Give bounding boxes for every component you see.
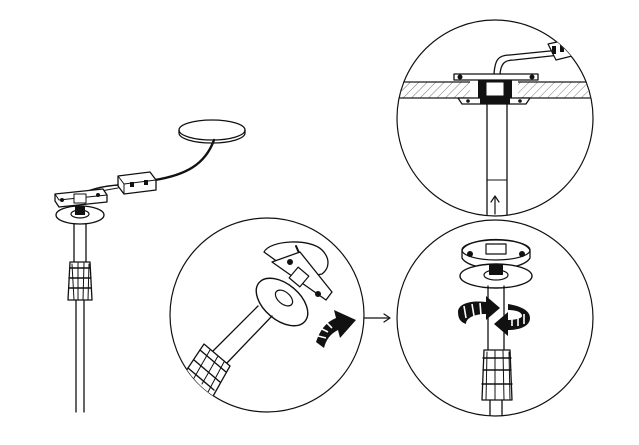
rotate-arrow-icon <box>316 310 356 348</box>
detail-rotate-panel <box>396 219 594 417</box>
ceiling-disc <box>178 119 246 144</box>
mount-plate <box>54 188 108 208</box>
canopy <box>55 205 105 225</box>
rotate-arrow-icon <box>458 296 530 336</box>
detail-tighten-panel <box>169 217 365 413</box>
overview-illustration <box>54 119 246 413</box>
arrow-up-icon <box>490 195 500 215</box>
pole <box>67 223 93 413</box>
cable <box>153 138 216 182</box>
detail-ceiling-panel <box>396 19 594 217</box>
junction-box <box>117 171 157 195</box>
arrow-right-icon <box>363 313 391 323</box>
